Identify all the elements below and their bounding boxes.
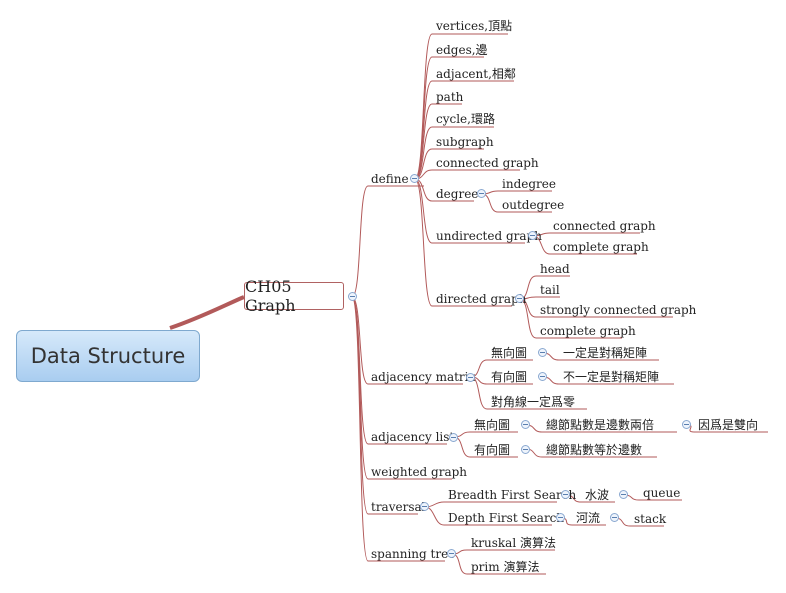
topic-adjacency-list[interactable]: adjacency list <box>371 430 455 444</box>
topic-list-directed-note[interactable]: 總節點數等於邊數 <box>546 443 643 457</box>
topic-dfs-note[interactable]: 河流 <box>576 511 601 525</box>
collapse-toggle-bfs-note[interactable] <box>619 490 628 499</box>
topic-bfs-note[interactable]: 水波 <box>585 488 610 502</box>
topic-kruskal[interactable]: kruskal 演算法 <box>471 536 556 550</box>
topic-queue[interactable]: queue <box>643 486 681 500</box>
topic-strongly-connected[interactable]: strongly connected graph <box>540 303 697 317</box>
topic-subgraph[interactable]: subgraph <box>436 135 494 149</box>
connector-line <box>169 295 245 330</box>
connector-line <box>414 80 514 180</box>
topic-weighted-graph[interactable]: weighted graph <box>371 465 468 479</box>
topic-matrix-directed[interactable]: 有向圖 <box>491 370 528 384</box>
collapse-toggle-spanning-tree[interactable] <box>447 549 456 558</box>
collapse-toggle-adjacency-matrix[interactable] <box>466 373 475 382</box>
connector-line <box>351 296 463 385</box>
collapse-toggle-dfs[interactable] <box>556 513 565 522</box>
connector-line <box>351 296 445 562</box>
collapse-toggle-dfs-note[interactable] <box>610 513 619 522</box>
collapse-toggle-list-reason[interactable] <box>682 420 691 429</box>
topic-directed-graph[interactable]: directed graph <box>436 292 527 306</box>
topic-matrix-diagonal[interactable]: 對角線一定爲零 <box>491 395 576 409</box>
topic-head[interactable]: head <box>540 262 570 276</box>
collapse-toggle-matrix-directed[interactable] <box>538 372 547 381</box>
collapse-toggle-traversal[interactable] <box>420 502 429 511</box>
connector-line <box>424 501 557 508</box>
collapse-toggle-undirected[interactable] <box>528 231 537 240</box>
connector-line <box>414 56 484 180</box>
topic-bfs[interactable]: Breadth First Search <box>448 488 577 502</box>
topic-undirected-complete[interactable]: complete graph <box>553 240 649 254</box>
topic-traversal[interactable]: traversal <box>371 500 426 514</box>
connector-line <box>414 178 512 307</box>
main-topic[interactable]: CH05 Graph <box>244 277 344 315</box>
topic-directed-complete[interactable]: complete graph <box>540 324 636 338</box>
topic-stack[interactable]: stack <box>634 512 667 526</box>
topic-cycle[interactable]: cycle,環路 <box>436 112 495 126</box>
topic-list-undirected[interactable]: 無向圖 <box>474 418 511 432</box>
topic-list-directed[interactable]: 有向圖 <box>474 443 511 457</box>
topic-connected-graph[interactable]: connected graph <box>436 156 539 170</box>
topic-path[interactable]: path <box>436 90 464 104</box>
topic-adjacency-matrix[interactable]: adjacency matrix <box>371 370 476 384</box>
topic-indegree[interactable]: indegree <box>502 177 556 191</box>
connector-line <box>453 431 518 438</box>
collapse-toggle-degree[interactable] <box>477 189 486 198</box>
topic-define[interactable]: define <box>371 172 409 186</box>
topic-adjacent[interactable]: adjacent,相鄰 <box>436 67 516 81</box>
collapse-toggle-define[interactable] <box>410 174 419 183</box>
topic-outdegree[interactable]: outdegree <box>502 198 565 212</box>
topic-undirected-connected[interactable]: connected graph <box>553 219 656 233</box>
collapse-toggle-main[interactable] <box>348 292 357 301</box>
connector-line <box>451 549 555 555</box>
collapse-toggle-adjacency-list[interactable] <box>449 433 458 442</box>
topic-spanning-tree[interactable]: spanning tree <box>371 547 456 561</box>
topic-prim[interactable]: prim 演算法 <box>471 560 540 574</box>
topic-list-undirected-note[interactable]: 總節點數是邊數兩倍 <box>546 418 655 432</box>
collapse-toggle-matrix-undirected[interactable] <box>538 348 547 357</box>
topic-list-undirected-reason[interactable]: 因爲是雙向 <box>698 418 759 432</box>
topic-matrix-undirected-note[interactable]: 一定是對稱矩陣 <box>563 346 648 360</box>
root-topic[interactable]: Data Structure <box>16 330 200 382</box>
connector-line <box>481 190 552 195</box>
connector-line <box>532 232 640 237</box>
topic-vertices[interactable]: vertices,頂點 <box>436 19 513 33</box>
topic-dfs[interactable]: Depth First Search <box>448 511 565 525</box>
collapse-toggle-list-directed[interactable] <box>521 445 530 454</box>
topic-matrix-undirected[interactable]: 無向圖 <box>491 346 528 360</box>
topic-tail[interactable]: tail <box>540 283 560 297</box>
topic-undirected-graph[interactable]: undirected graph <box>436 229 542 243</box>
collapse-toggle-list-undirected[interactable] <box>521 420 530 429</box>
collapse-toggle-directed[interactable] <box>515 294 524 303</box>
topic-matrix-directed-note[interactable]: 不一定是對稱矩陣 <box>563 370 660 384</box>
collapse-toggle-bfs[interactable] <box>561 490 570 499</box>
connector-line <box>414 178 525 244</box>
connector-line <box>351 296 452 480</box>
connector-line <box>351 185 424 298</box>
topic-edges[interactable]: edges,邊 <box>436 43 488 57</box>
topic-degree[interactable]: degree <box>436 187 479 201</box>
